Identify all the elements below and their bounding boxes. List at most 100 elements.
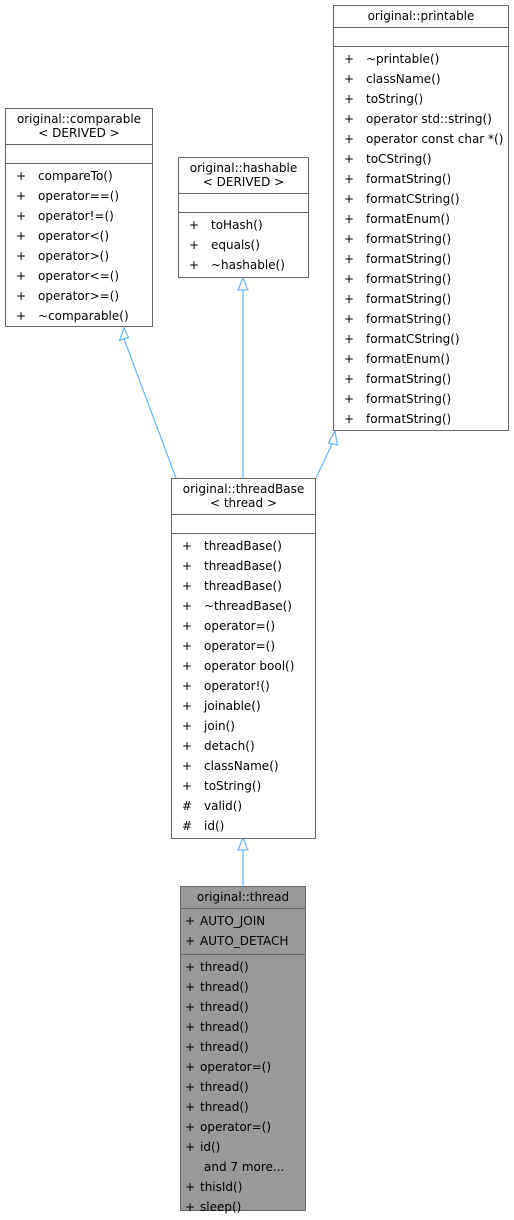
method-row[interactable]: +operator=() <box>181 1057 305 1077</box>
class-title-line: original::threadBase <box>182 482 305 496</box>
method-row[interactable]: +thread() <box>181 1077 305 1097</box>
method-name: toHash() <box>211 218 263 232</box>
attribute-row[interactable]: +AUTO_JOIN <box>181 911 305 931</box>
method-row[interactable]: +formatString() <box>334 369 508 389</box>
method-row[interactable]: and 7 more... <box>181 1157 305 1177</box>
method-row[interactable]: +equals() <box>179 235 308 255</box>
method-row[interactable]: +~comparable() <box>6 306 152 326</box>
class-title-line: original::hashable <box>189 161 298 175</box>
visibility-marker: + <box>16 249 27 263</box>
method-row[interactable]: +detach() <box>172 736 315 756</box>
attribute-row[interactable]: +AUTO_DETACH <box>181 931 305 951</box>
method-name: toCString() <box>366 152 432 166</box>
method-name: className() <box>204 759 279 773</box>
method-row[interactable]: +formatCString() <box>334 329 508 349</box>
edge-threadbase-to-printable <box>315 441 334 479</box>
class-printable[interactable]: original::printable+~printable()+classNa… <box>333 5 509 431</box>
method-row[interactable]: +formatEnum() <box>334 209 508 229</box>
method-name: formatCString() <box>366 192 460 206</box>
method-row[interactable]: +operator=() <box>181 1117 305 1137</box>
method-row[interactable]: +joinable() <box>172 696 315 716</box>
visibility-marker: # <box>182 799 193 813</box>
method-row[interactable]: +operator=() <box>172 616 315 636</box>
method-row[interactable]: +threadBase() <box>172 536 315 556</box>
method-row[interactable]: +formatCString() <box>334 189 508 209</box>
visibility-marker: + <box>16 209 27 223</box>
class-comparable[interactable]: original::comparable< DERIVED >+compareT… <box>5 108 153 327</box>
method-row[interactable]: +className() <box>172 756 315 776</box>
method-row[interactable]: +formatString() <box>334 289 508 309</box>
class-title: original::threadBase< thread > <box>172 479 315 514</box>
method-row[interactable]: +className() <box>334 69 508 89</box>
method-row[interactable]: +thread() <box>181 1037 305 1057</box>
method-row[interactable]: +operator<=() <box>6 266 152 286</box>
method-row[interactable]: +formatString() <box>334 169 508 189</box>
method-name: valid() <box>204 799 243 813</box>
method-row[interactable]: #id() <box>172 816 315 836</box>
method-row[interactable]: +toCString() <box>334 149 508 169</box>
method-row[interactable]: +formatString() <box>334 409 508 429</box>
visibility-marker: + <box>182 639 193 653</box>
class-hashable[interactable]: original::hashable< DERIVED >+toHash()+e… <box>178 157 309 278</box>
method-row[interactable]: +thread() <box>181 977 305 997</box>
method-row[interactable]: + operator!=() <box>6 206 152 226</box>
method-row[interactable]: +thisId() <box>181 1177 305 1197</box>
visibility-marker: + <box>344 372 355 386</box>
method-row[interactable]: +toString() <box>172 776 315 796</box>
method-row[interactable]: +formatString() <box>334 309 508 329</box>
method-row[interactable]: +operator bool() <box>172 656 315 676</box>
class-title: original::comparable< DERIVED > <box>6 109 152 144</box>
method-row[interactable]: +operator<() <box>6 226 152 246</box>
method-row[interactable]: +toString() <box>334 89 508 109</box>
class-threadbase[interactable]: original::threadBase< thread >+threadBas… <box>171 478 316 839</box>
method-row[interactable]: +operator>=() <box>6 286 152 306</box>
method-row[interactable]: +operator==() <box>6 186 152 206</box>
visibility-marker: + <box>16 189 27 203</box>
method-row[interactable]: +threadBase() <box>172 556 315 576</box>
method-row[interactable]: +compareTo() <box>6 166 152 186</box>
method-name: operator!=() <box>38 209 114 223</box>
method-row[interactable]: +formatString() <box>334 269 508 289</box>
method-row[interactable]: + operator=() <box>172 636 315 656</box>
method-name: thread() <box>200 1020 249 1034</box>
method-name: formatEnum() <box>366 212 450 226</box>
method-name: and 7 more... <box>204 1160 285 1174</box>
method-section: +compareTo()+operator==()+operator!=()+o… <box>6 163 152 329</box>
visibility-marker: + <box>344 292 355 306</box>
method-name: formatString() <box>366 272 452 286</box>
method-row[interactable]: +thread() <box>181 1097 305 1117</box>
method-row[interactable]: +operator>() <box>6 246 152 266</box>
method-name: operator=() <box>204 639 276 653</box>
method-name: sleep() <box>200 1200 242 1214</box>
method-row[interactable]: +formatEnum() <box>334 349 508 369</box>
method-row[interactable]: +operator!() <box>172 676 315 696</box>
method-row[interactable]: +~threadBase() <box>172 596 315 616</box>
method-row[interactable]: +operator const char *() <box>334 129 508 149</box>
method-row[interactable]: # valid() <box>172 796 315 816</box>
class-title-line: original::printable <box>367 9 475 23</box>
method-row[interactable]: +threadBase() <box>172 576 315 596</box>
visibility-marker: + <box>185 1020 196 1034</box>
method-row[interactable]: +formatString() <box>334 389 508 409</box>
method-row[interactable]: +id() <box>181 1137 305 1157</box>
visibility-marker: + <box>182 679 193 693</box>
method-row[interactable]: +thread() <box>181 997 305 1017</box>
method-row[interactable]: +toHash() <box>179 215 308 235</box>
method-row[interactable]: +thread() <box>181 957 305 977</box>
method-row[interactable]: +formatString() <box>334 249 508 269</box>
visibility-marker: + <box>344 252 355 266</box>
class-thread[interactable]: original::thread+AUTO_JOIN+AUTO_DETACH+t… <box>180 886 306 1214</box>
method-row[interactable]: +operator std::string() <box>334 109 508 129</box>
method-row[interactable]: +sleep() <box>181 1197 305 1217</box>
method-row[interactable]: + thread() <box>181 1017 305 1037</box>
visibility-marker: + <box>344 112 355 126</box>
attribute-section-empty <box>6 144 152 163</box>
method-name: detach() <box>204 739 255 753</box>
method-row[interactable]: +join() <box>172 716 315 736</box>
method-name: id() <box>200 1140 221 1154</box>
method-row[interactable]: +formatString() <box>334 229 508 249</box>
method-row[interactable]: +~hashable() <box>179 255 308 275</box>
attribute-name: AUTO_JOIN <box>200 914 266 928</box>
method-row[interactable]: +~printable() <box>334 49 508 69</box>
